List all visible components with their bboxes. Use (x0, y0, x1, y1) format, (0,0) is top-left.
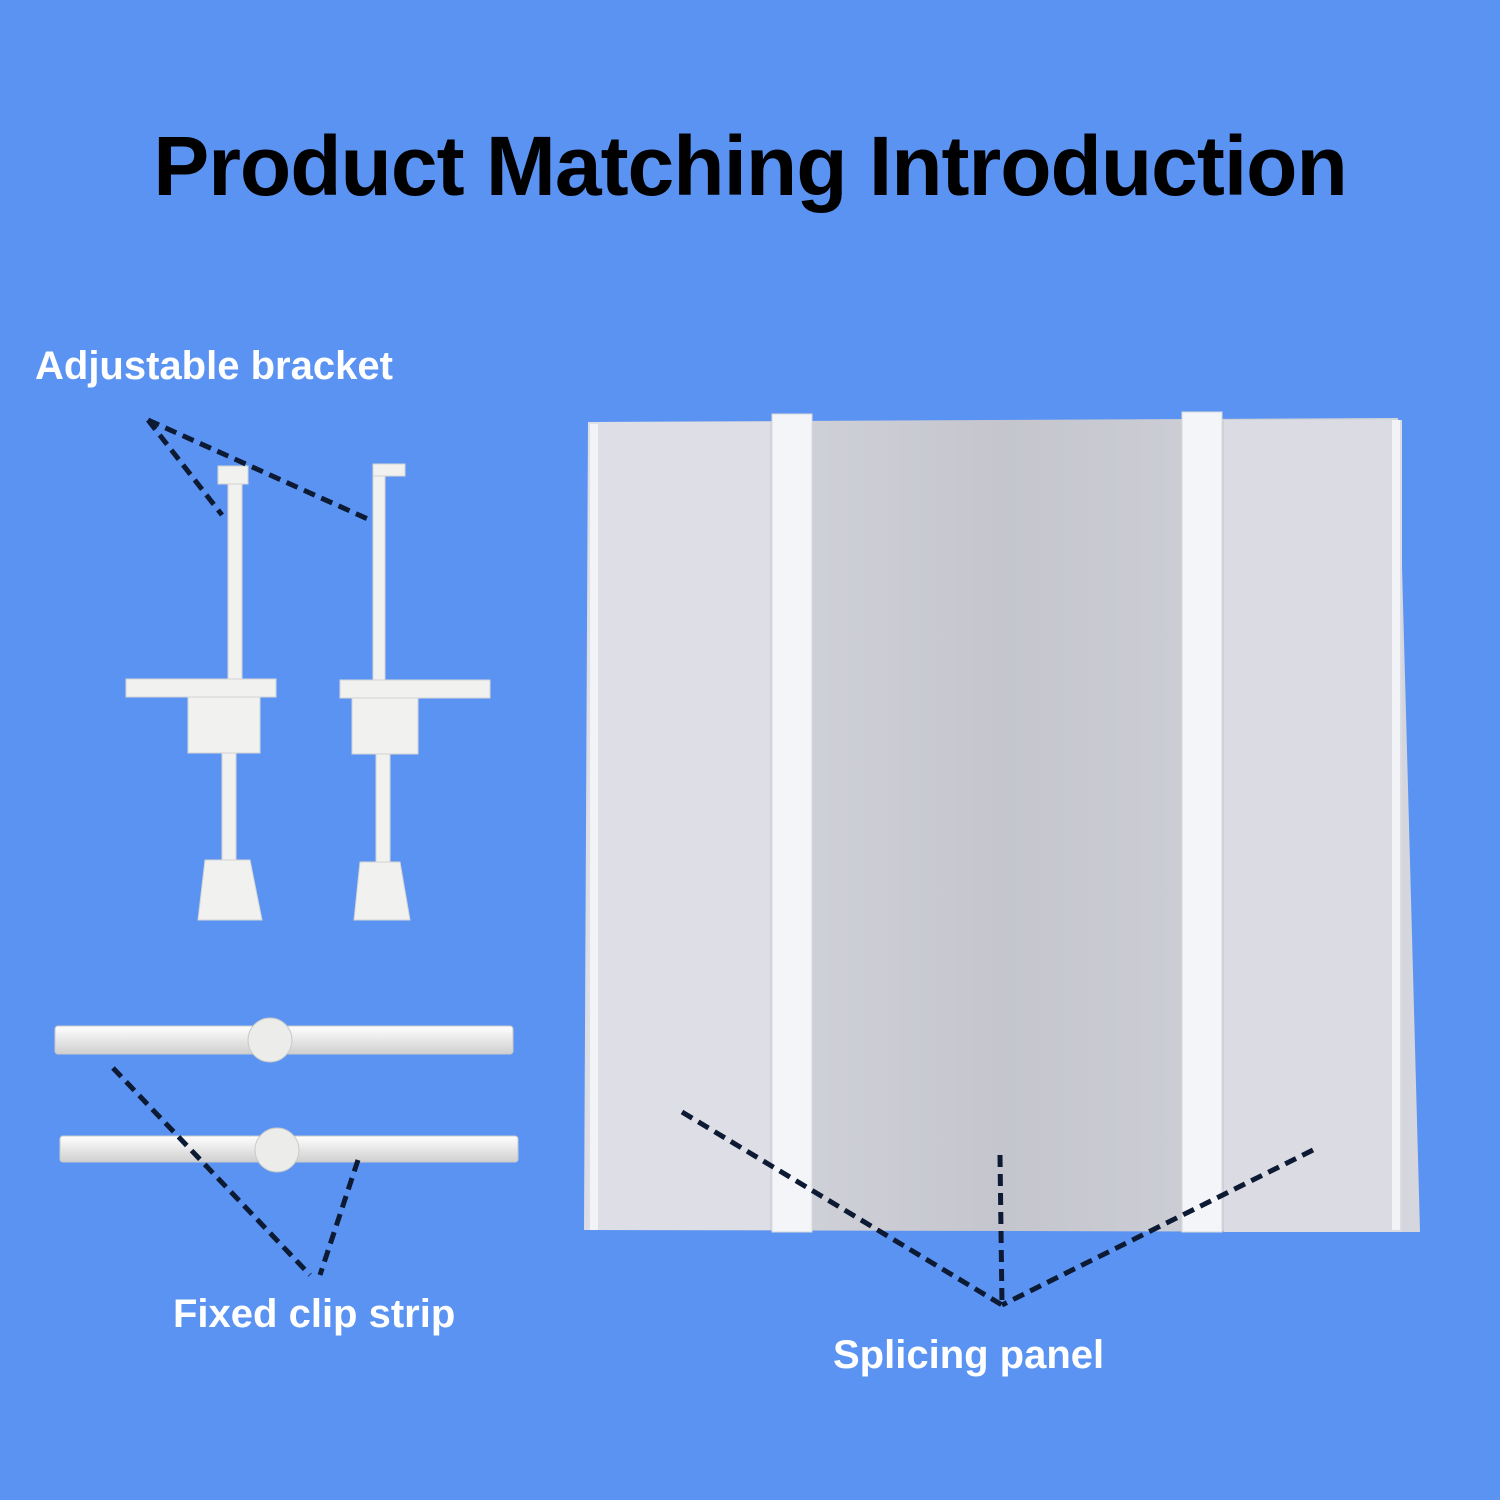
splicing-panel-image (584, 411, 1420, 1233)
adjustable-bracket-label: Adjustable bracket (35, 344, 393, 388)
splicing-panel-label: Splicing panel (833, 1333, 1105, 1377)
adjustable-bracket-image (125, 463, 491, 921)
fixed-clip-strip-label: Fixed clip strip (173, 1292, 456, 1336)
page-title: Product Matching Introduction (153, 119, 1348, 213)
pointer-lines (111, 417, 1315, 1308)
fixed-clip-strip-image (54, 1017, 519, 1173)
